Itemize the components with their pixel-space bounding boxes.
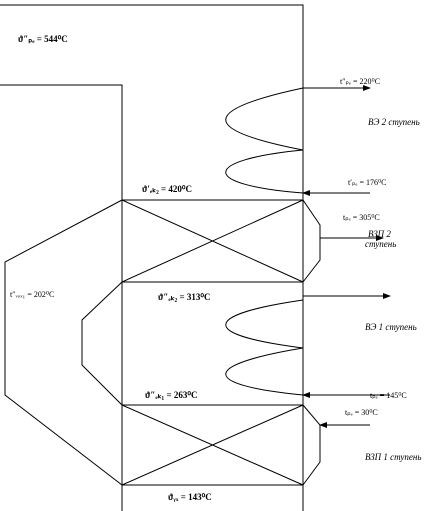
- stage-ve1: ВЭ 1 ступень: [365, 322, 417, 332]
- vzp1-block: [121, 404, 304, 486]
- vzp1-diag-2: [121, 404, 304, 486]
- duct-outer-wall: [0, 4, 304, 511]
- vzp2-bypass: [302, 199, 321, 283]
- vzp2-diag-2: [121, 199, 304, 283]
- label-theta-ek2-out: ϑ″ₑₖ₂ = 313⁰C: [158, 292, 210, 302]
- label-theta-exit: ϑᵧₓ = 143⁰C: [168, 492, 212, 502]
- stage-vzp1: ВЗП 1 ступень: [365, 452, 421, 462]
- label-t-water-out: t″ₚₑ = 220⁰C: [340, 77, 380, 86]
- ve2-coil: [225, 87, 304, 194]
- stage-ve2: ВЭ 2 ступень: [368, 117, 420, 127]
- vzp1-bypass: [302, 404, 321, 486]
- label-theta-top: ϑ″ₚₑ = 544⁰C: [18, 34, 68, 44]
- label-t-water-mid: t′ₚₑ = 176⁰C: [348, 178, 387, 187]
- label-t-water-in: tₚₑ = 145⁰C: [370, 391, 407, 400]
- ve1-coil: [225, 299, 304, 396]
- stage-vzp2-line1: ВЗП 2: [368, 229, 391, 239]
- label-t-air-mid: t″ᵥₒₓ₁ = 202⁰C: [10, 290, 54, 299]
- vzp2-block: [121, 199, 304, 283]
- stage-vzp2-line2: ступень: [365, 239, 396, 249]
- label-t-air-vzp2: tₚₑ = 305⁰C: [343, 213, 380, 222]
- label-theta-ek2-in: ϑ′ₑₖ₂ = 420⁰C: [142, 184, 192, 194]
- air-duct-left: [4, 199, 123, 486]
- duct-inner-wall: [0, 84, 123, 511]
- air-duct-inner: [81, 281, 123, 406]
- label-t-air-in: tₚₑ = 30⁰C: [345, 408, 378, 417]
- label-theta-ek1-out: ϑ″ₑₖ₁ = 263⁰C: [145, 390, 197, 400]
